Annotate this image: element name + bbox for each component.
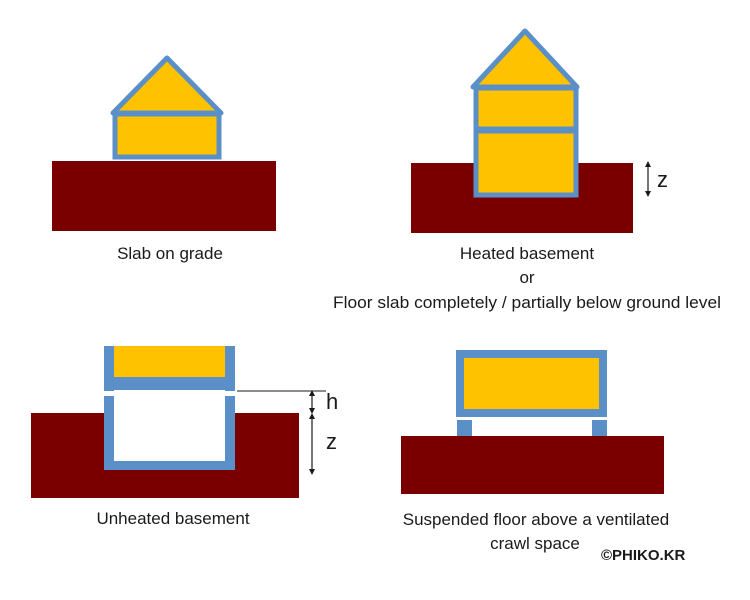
unheated-basement-caption: Unheated basement xyxy=(96,509,249,528)
crawl-space-caption-line1: Suspended floor above a ventilated xyxy=(403,510,670,529)
crawl-space-panel: Suspended floor above a ventilated crawl… xyxy=(401,350,670,553)
slab-on-grade-panel: Slab on grade xyxy=(52,55,276,263)
z-dimension-label: z xyxy=(657,167,668,192)
support-post-right xyxy=(592,420,607,436)
storey-wall-right xyxy=(225,346,235,391)
heated-basement-caption-line1: Heated basement xyxy=(460,244,594,263)
h-dimension-label: h xyxy=(326,389,338,414)
slab-on-grade-caption: Slab on grade xyxy=(117,244,223,263)
storey-floor xyxy=(104,377,235,390)
ground-block xyxy=(52,161,276,231)
suspended-floor-box xyxy=(456,350,607,417)
house-roof xyxy=(470,28,580,90)
house-roof xyxy=(110,55,224,116)
basement-wall-right xyxy=(225,396,235,470)
house-upper-storey xyxy=(473,85,579,132)
storey-wall-left xyxy=(104,346,114,391)
heated-basement-caption-line2: or xyxy=(519,268,534,287)
heated-basement-caption-line3: Floor slab completely / partially below … xyxy=(333,293,721,312)
basement-void xyxy=(104,392,235,470)
house-basement-storey xyxy=(473,128,579,198)
heated-basement-panel: z Heated basement or Floor slab complete… xyxy=(333,28,721,312)
z-dimension-label: z xyxy=(326,429,337,454)
basement-floor xyxy=(104,461,235,470)
house-wall xyxy=(112,111,222,160)
copyright-text: ©PHIKO.KR xyxy=(601,547,686,564)
unheated-basement-panel: h z Unheated basement xyxy=(31,346,338,528)
heated-storey-fill xyxy=(114,346,225,377)
basement-wall-left xyxy=(104,396,114,470)
crawl-space-caption-line2: crawl space xyxy=(490,534,580,553)
support-post-left xyxy=(457,420,472,436)
ground-block xyxy=(401,436,664,494)
